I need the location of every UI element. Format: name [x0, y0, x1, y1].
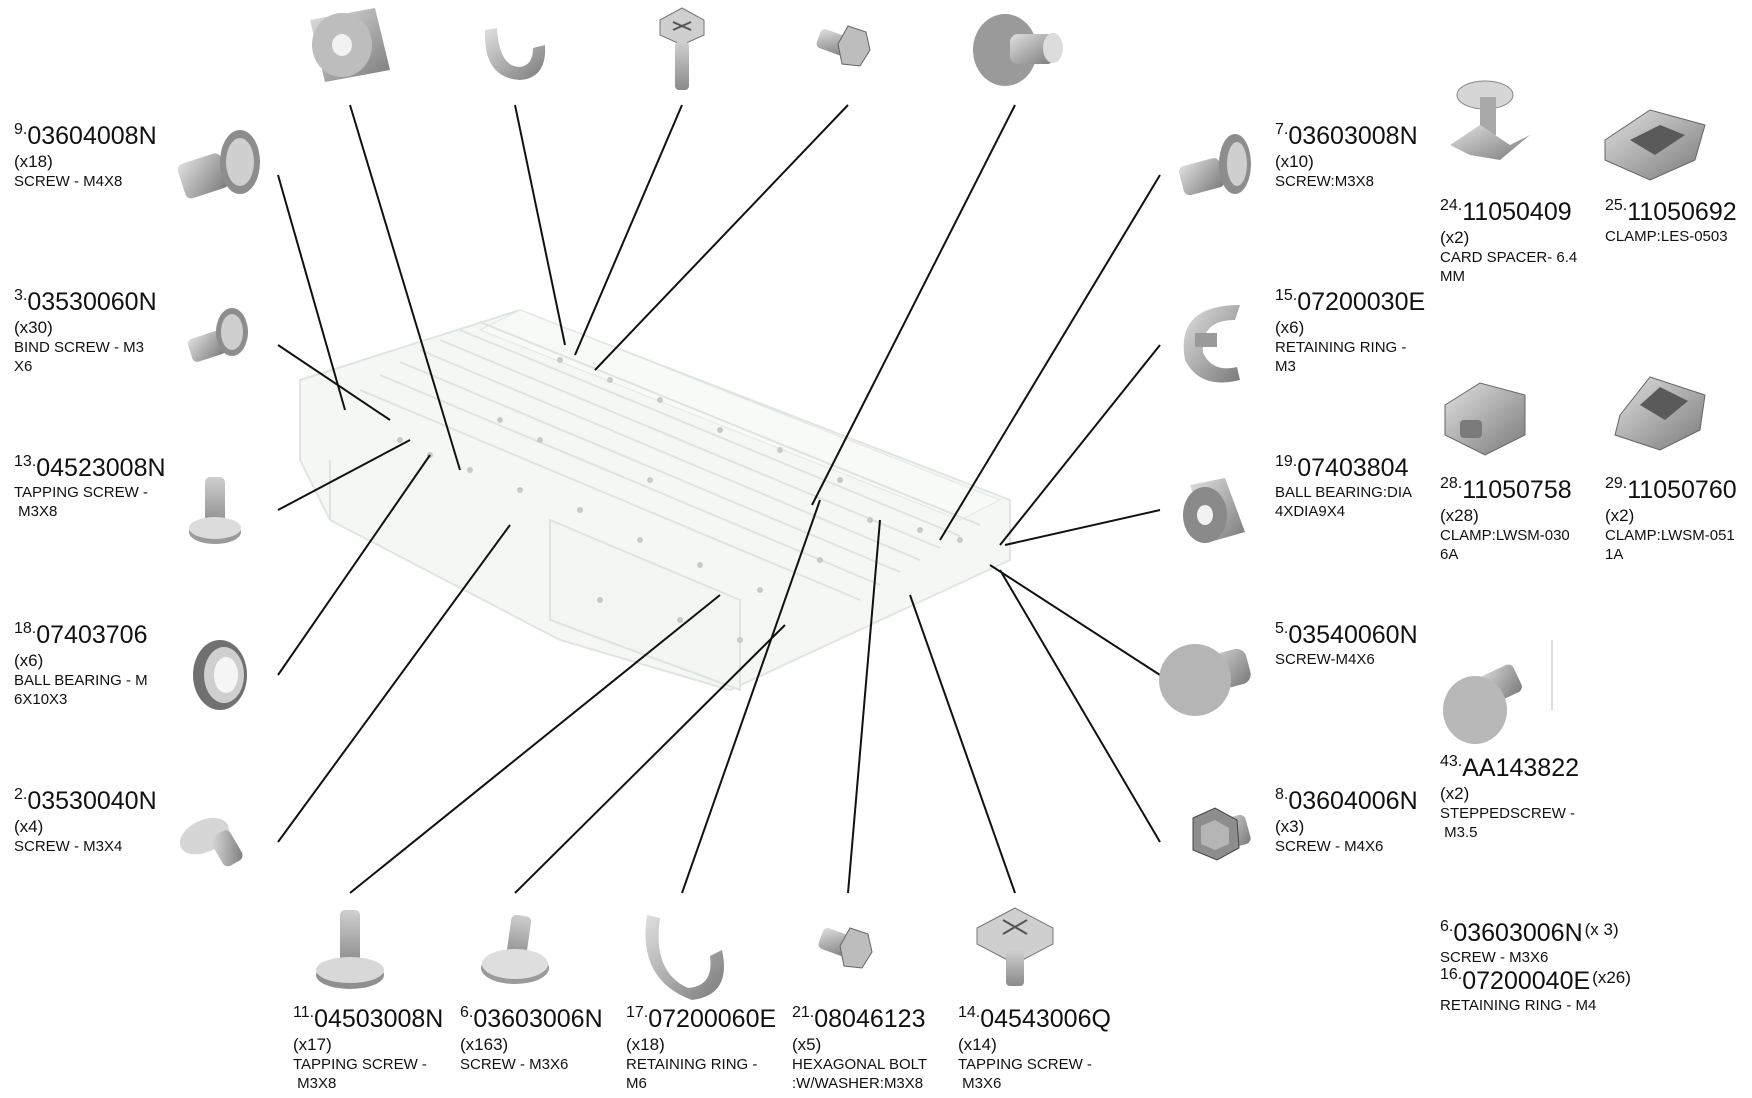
part-label-16: 16.07200040E(x26) RETAINING RING - M4 — [1440, 966, 1631, 1015]
screw-m4x6-icon — [1159, 644, 1251, 716]
tapping-screw-m3x6-icon — [976, 907, 1054, 986]
screw-m4x8-icon — [177, 130, 260, 199]
part-label-25: 25.11050692 CLAMP:LES-0503 — [1605, 197, 1737, 246]
main-assembly-drawing — [299, 308, 1011, 692]
part-label-28: 28.11050758 (x28)CLAMP:LWSM-030 6A — [1440, 475, 1572, 563]
part-label-6b: 6.03603006N(x 3) SCREW - M3X6 — [1440, 918, 1619, 967]
part-label-15: 15.07200030E (x6)RETAINING RING - M3 — [1275, 287, 1426, 375]
clamp-lwsm-0306a-icon — [1444, 382, 1526, 456]
bind-screw-m3x6-icon — [187, 308, 248, 362]
hexagonal-bolt-icon — [818, 927, 873, 969]
hex-bolt-washer-icon — [816, 25, 871, 67]
flanged-pin-icon — [973, 14, 1063, 86]
part-label-6: 6.03603006N (x163)SCREW - M3X6 — [460, 1004, 603, 1074]
tapping-screw-m3x8-icon-2 — [316, 910, 384, 989]
part-label-2: 2.03530040N (x4)SCREW - M3X4 — [14, 786, 157, 856]
part-label-19: 19.07403804 BALL BEARING:DIA 4XDIA9X4 — [1275, 453, 1412, 520]
ball-bearing-m6x10x3-icon — [193, 640, 247, 710]
part-label-43: 43.AA143822 (x2)STEPPEDSCREW - M3.5 — [1440, 753, 1580, 841]
part-label-24: 24.11050409 (x2)CARD SPACER- 6.4 MM — [1440, 197, 1578, 285]
retaining-ring-c-icon — [484, 28, 546, 80]
spacer-cylinder-icon — [310, 8, 390, 82]
leader-lines — [277, 104, 1161, 894]
hex-screw-icon — [659, 7, 705, 90]
ball-bearing-dia4xdia9x4-icon — [1183, 478, 1245, 543]
tapping-screw-m3x8-icon — [189, 477, 241, 544]
part-label-8: 8.03604006N (x3)SCREW - M4X6 — [1275, 786, 1418, 856]
screw-m4x6-hex-icon — [1192, 807, 1251, 861]
clamp-les-0503-icon — [1604, 109, 1706, 181]
part-label-7: 7.03603008N (x10)SCREW:M3X8 — [1275, 121, 1418, 191]
part-label-5: 5.03540060N SCREW-M4X6 — [1275, 620, 1418, 669]
retaining-ring-m6-icon — [645, 915, 724, 1000]
screw-m3x4-icon — [179, 817, 243, 867]
part-label-18: 18.07403706 (x6)BALL BEARING - M 6X10X3 — [14, 620, 148, 708]
card-spacer-icon — [1450, 80, 1530, 160]
part-label-14: 14.04543006Q (x14)TAPPING SCREW - M3X6 — [958, 1004, 1111, 1092]
part-label-13: 13.04523008N TAPPING SCREW - M3X8 — [14, 453, 166, 520]
part-label-9: 9.03604008N (x18)SCREW - M4X8 — [14, 121, 157, 191]
screw-m3x6-icon — [481, 914, 549, 984]
part-label-21: 21.08046123 (x5)HEXAGONAL BOLT :W/WASHER… — [792, 1004, 928, 1092]
part-label-11: 11.04503008N (x17)TAPPING SCREW - M3X8 — [293, 1004, 444, 1092]
part-label-3: 3.03530060N (x30)BIND SCREW - M3 X6 — [14, 287, 157, 375]
clamp-lwsm-0511a-icon — [1614, 376, 1706, 451]
part-label-29: 29.11050760 (x2)CLAMP:LWSM-051 1A — [1605, 475, 1737, 563]
part-label-17: 17.07200060E (x18)RETAINING RING - M6 — [626, 1004, 777, 1092]
stepped-screw-m3-5-icon — [1443, 640, 1553, 744]
screw-m3x8-icon — [1178, 134, 1251, 196]
retaining-ring-m3-icon — [1183, 305, 1240, 383]
